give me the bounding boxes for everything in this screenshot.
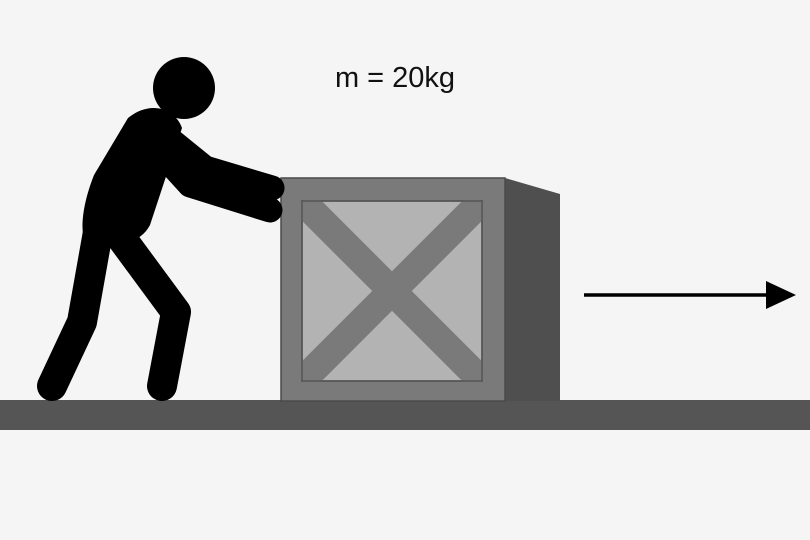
crate-cross-brace — [292, 191, 492, 391]
person-front-arm — [147, 139, 283, 223]
person-back-arm — [155, 125, 285, 201]
person-front-leg — [105, 221, 191, 401]
arrow-head — [766, 281, 796, 309]
person-back-leg — [37, 217, 113, 401]
ground — [0, 400, 810, 430]
crate-side-face — [505, 178, 560, 401]
right-arrow-icon — [584, 281, 796, 309]
person-head — [153, 57, 215, 119]
crate — [280, 177, 560, 402]
crate-panel-border — [301, 200, 483, 382]
person-icon — [37, 57, 285, 401]
mass-label: m = 20kg — [334, 62, 456, 94]
